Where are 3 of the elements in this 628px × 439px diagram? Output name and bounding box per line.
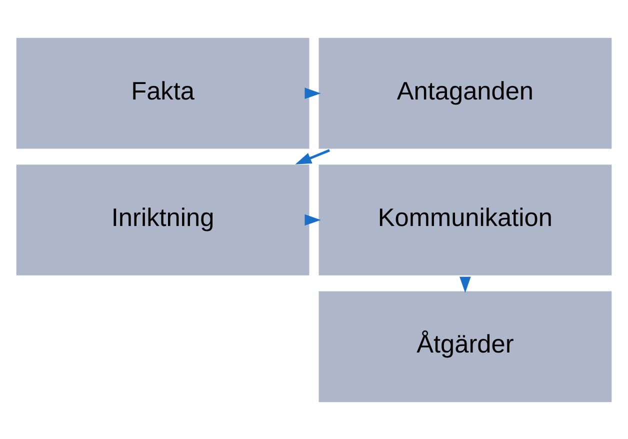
arrow <box>295 148 330 164</box>
arrow <box>304 214 321 226</box>
arrow <box>304 87 321 98</box>
